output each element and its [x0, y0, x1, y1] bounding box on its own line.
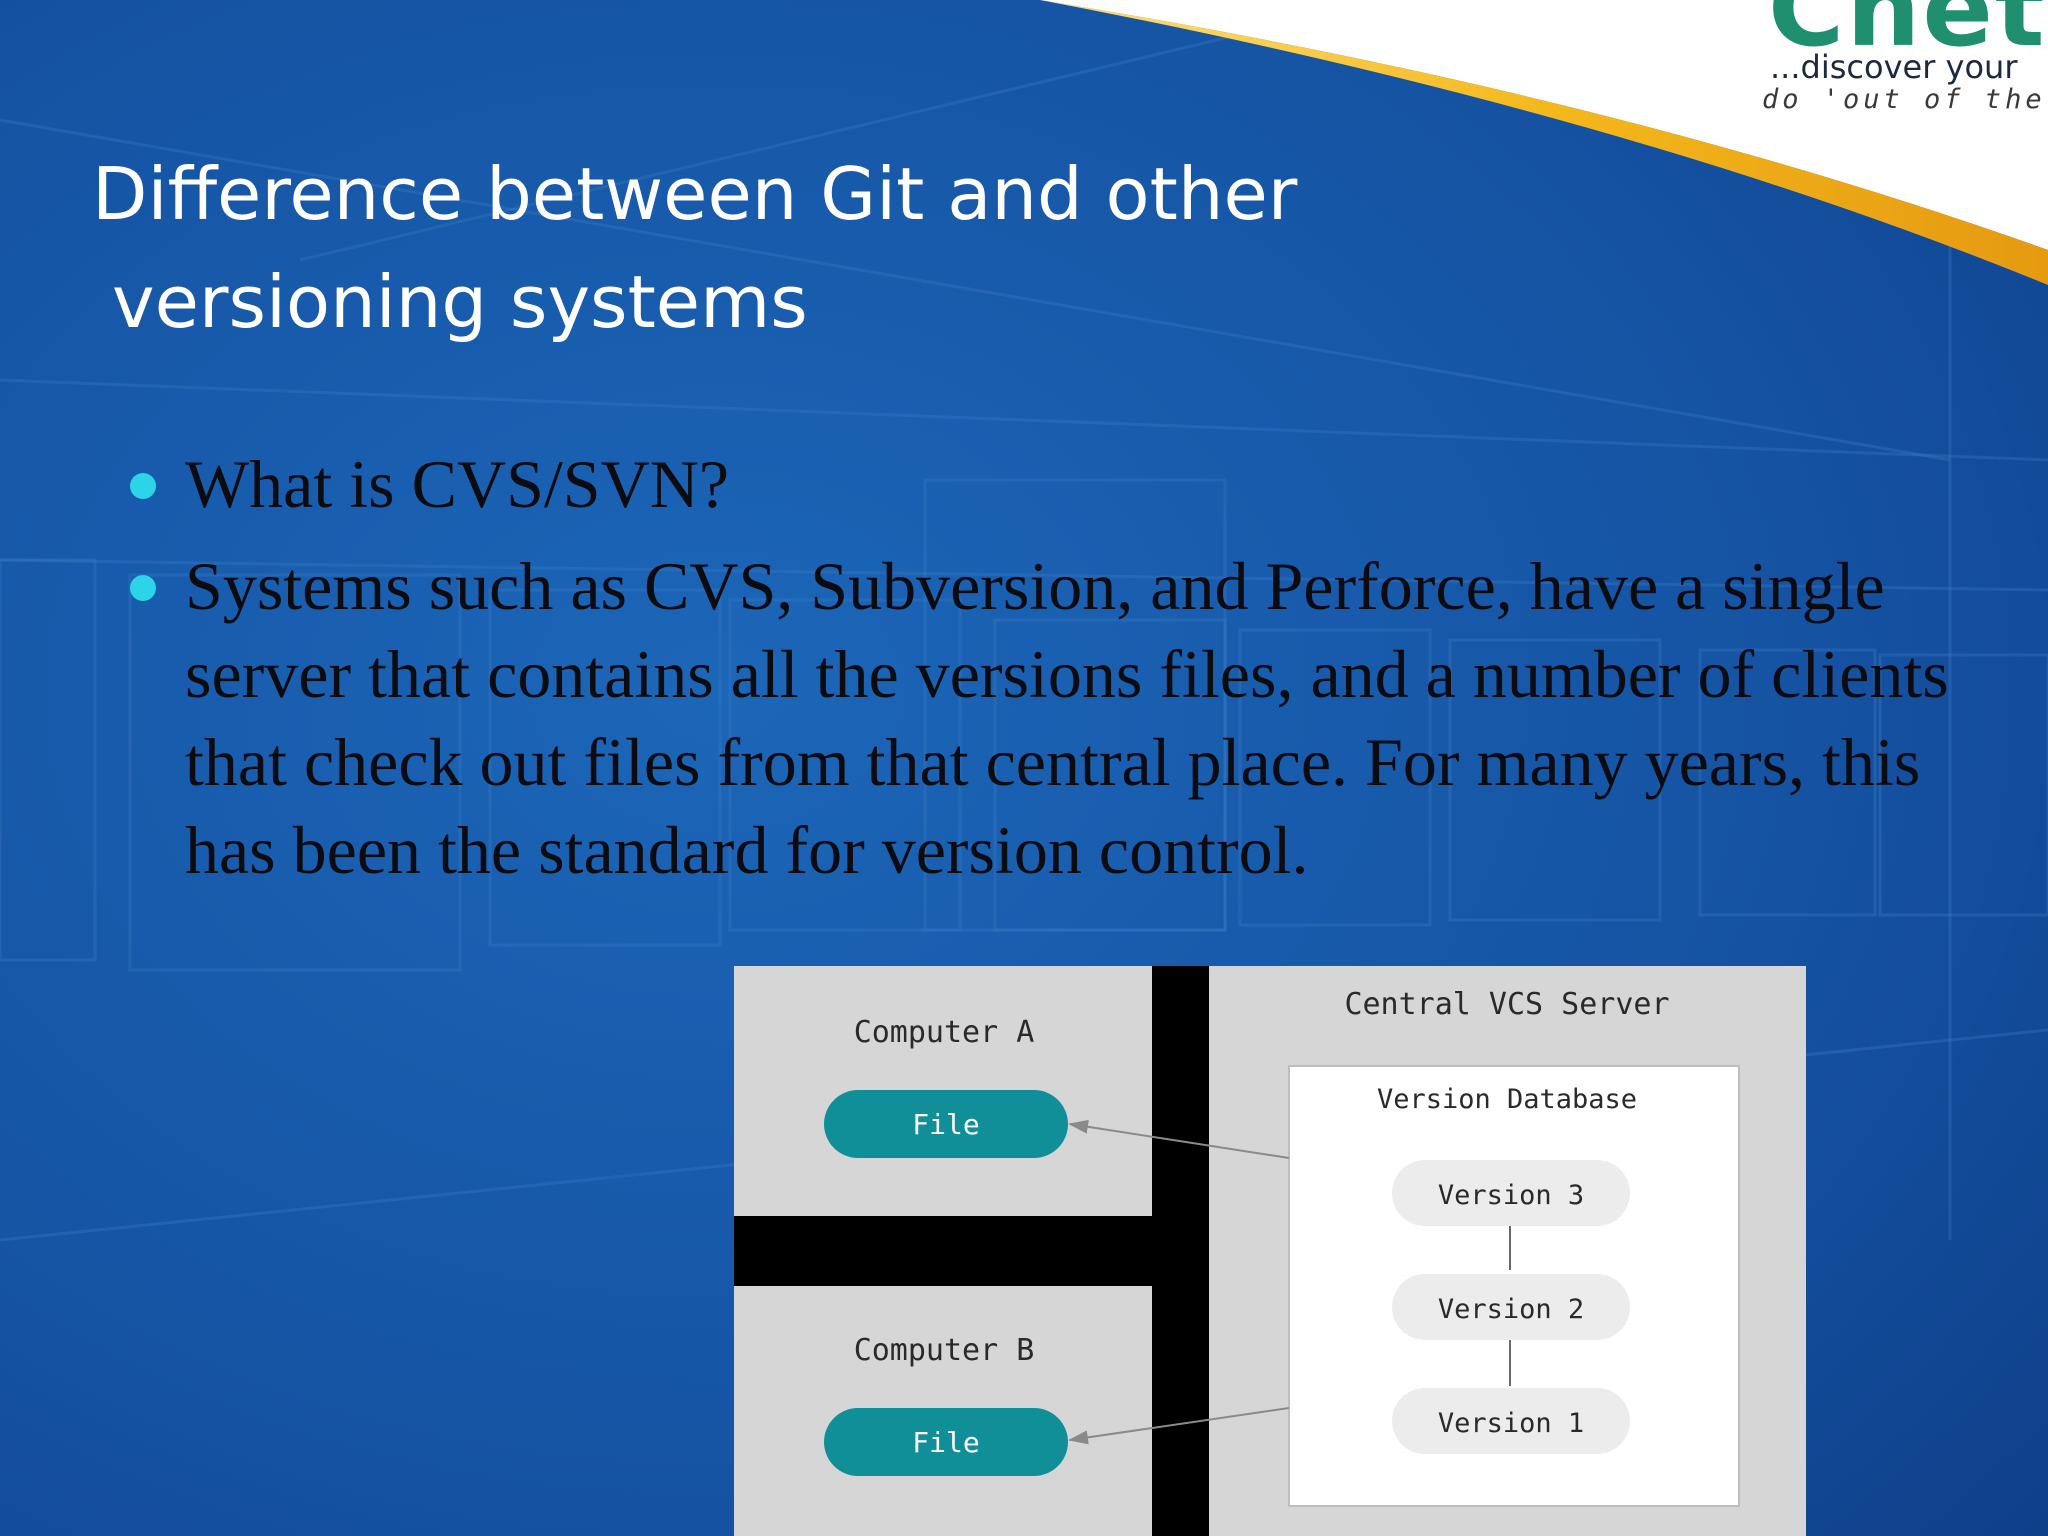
slide-title-line-1: Difference between Git and other — [92, 152, 1298, 236]
arrow-to-file-a — [1068, 1119, 1290, 1159]
server-label: Central VCS Server — [1344, 987, 1669, 1022]
file-a-pill — [824, 1090, 1068, 1158]
bullet-list: What is CVS/SVN? Systems such as CVS, Su… — [130, 440, 1950, 894]
arrow-to-file-b — [1068, 1407, 1290, 1445]
file-a-label: File — [912, 1108, 979, 1141]
logo: Chet ...discover your do 'out of the b — [0, 0, 2048, 300]
version-2-label: Version 2 — [1438, 1294, 1584, 1325]
version-1-label: Version 1 — [1438, 1408, 1584, 1439]
logo-subtagline: do 'out of the b — [1762, 84, 2048, 115]
version-3-label: Version 3 — [1438, 1180, 1584, 1211]
bullet-text: What is CVS/SVN? — [185, 446, 729, 522]
version-1-pill — [1392, 1388, 1630, 1454]
computer-a-label: Computer A — [854, 1015, 1035, 1050]
version-2-pill — [1392, 1274, 1630, 1340]
logo-wordmark: Chet — [1768, 0, 2047, 70]
database-label: Version Database — [1377, 1084, 1637, 1115]
version-3-pill — [1392, 1160, 1630, 1226]
computer-b-label: Computer B — [854, 1333, 1035, 1368]
bullet-dot — [130, 575, 156, 601]
centralized-vcs-diagram: Computer A Computer B Central VCS Server… — [734, 966, 1806, 1536]
slide-title: Difference between Git and other version… — [92, 140, 1492, 356]
bullet-item: Systems such as CVS, Subversion, and Per… — [130, 542, 1950, 894]
slide-title-line-2: versioning systems — [112, 260, 808, 344]
bullet-text: Systems such as CVS, Subversion, and Per… — [185, 548, 1949, 888]
file-b-pill — [824, 1408, 1068, 1476]
file-b-label: File — [912, 1426, 979, 1459]
bullet-item: What is CVS/SVN? — [130, 440, 1950, 528]
logo-tagline: ...discover your — [1770, 48, 2018, 86]
bullet-dot — [130, 473, 156, 499]
